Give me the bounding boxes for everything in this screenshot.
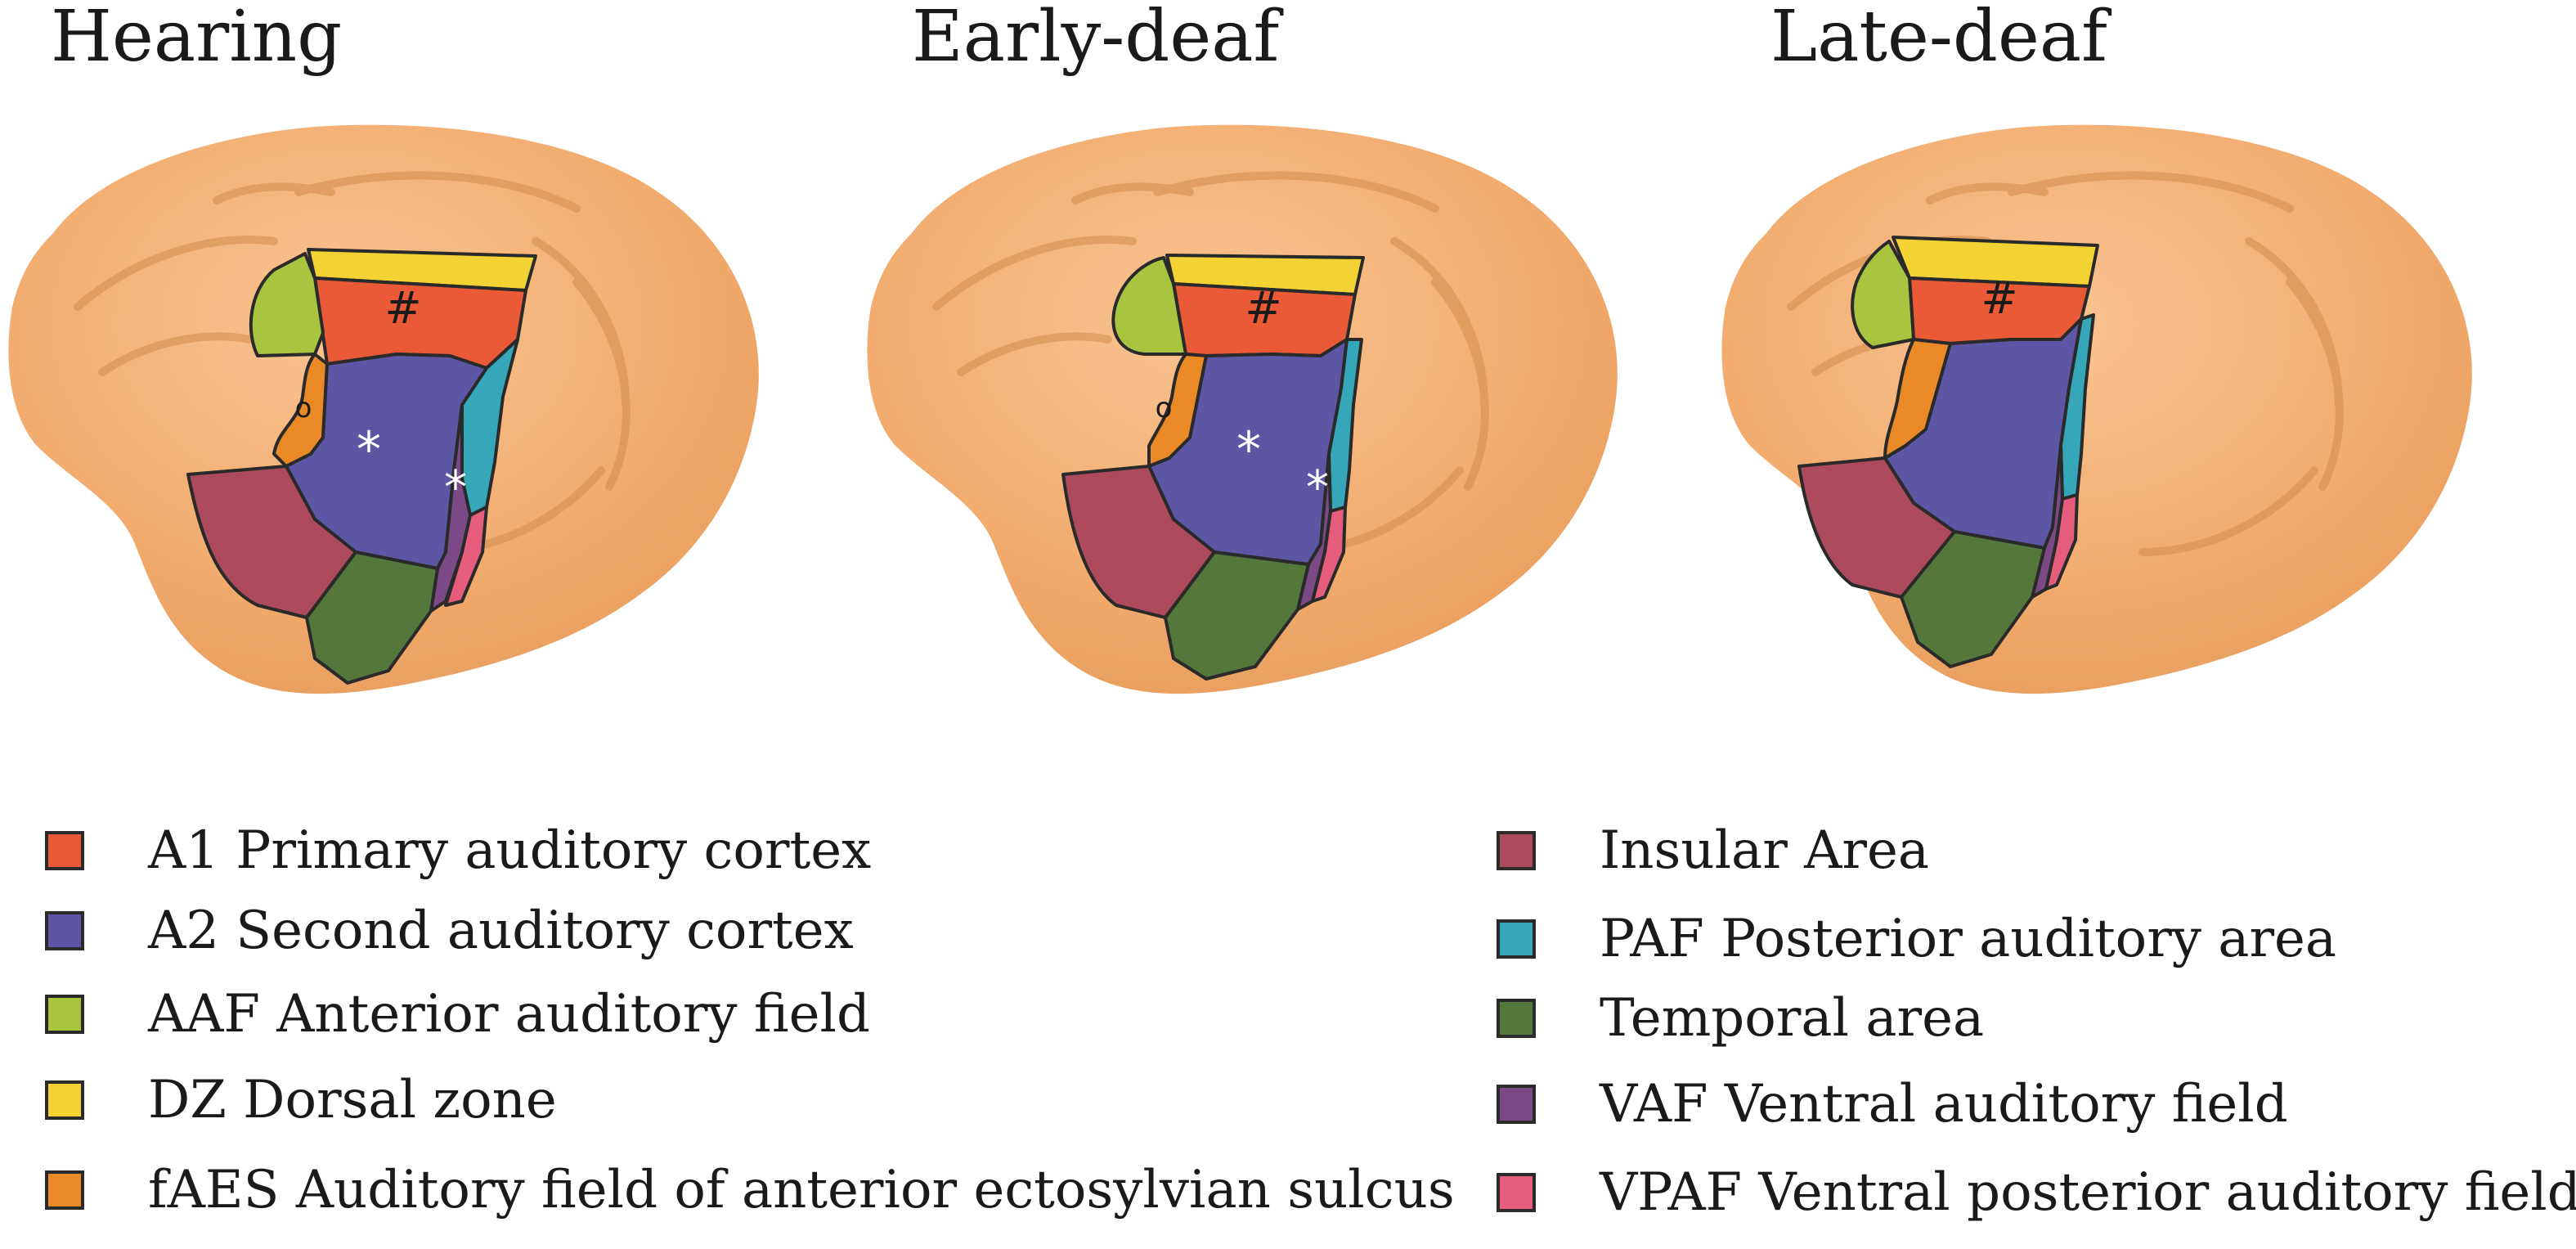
a2-star-marker: * [357, 421, 381, 478]
a1-hash-marker: # [384, 282, 421, 334]
legend-swatch-a1 [45, 831, 84, 870]
panel-title-late-deaf: Late-deaf [1770, 0, 2107, 78]
brain-panel-hearing: # * * o [4, 94, 773, 740]
brain-panel-early-deaf: # * * o [863, 94, 1631, 740]
region-aaf [1851, 240, 1915, 349]
faes-circle-marker: o [295, 392, 312, 425]
a1-hash-marker: # [1981, 272, 2017, 324]
legend-label-insular: Insular Area [1600, 820, 1929, 881]
panel-title-hearing: Hearing [51, 0, 343, 78]
legend-label-paf: PAF Posterior auditory area [1600, 909, 2337, 969]
legend-swatch-paf [1497, 919, 1536, 959]
brain-diagram-hearing: # * * o [8, 124, 759, 694]
legend-label-temporal: Temporal area [1600, 988, 1985, 1049]
region-temporal [1900, 530, 2046, 668]
region-aaf [1111, 256, 1187, 356]
region-vpaf [2044, 493, 2079, 591]
legend-label-vpaf: VPAF Ventral posterior auditory field [1600, 1162, 2576, 1223]
region-temporal [305, 550, 439, 685]
legend-swatch-dz [45, 1081, 84, 1120]
legend-swatch-a2 [45, 911, 84, 950]
region-vpaf [1311, 505, 1347, 603]
a1-hash-marker: # [1245, 282, 1281, 334]
legend-label-aaf: AAF Anterior auditory field [148, 984, 870, 1045]
legend-swatch-temporal [1497, 999, 1536, 1038]
legend-label-faes: fAES Auditory field of anterior ectosylv… [148, 1160, 1455, 1220]
auditory-regions [1061, 254, 1365, 681]
legend-label-a2: A2 Second auditory cortex [148, 901, 854, 961]
legend-swatch-vaf [1497, 1085, 1536, 1124]
legend-label-dz: DZ Dorsal zone [148, 1070, 557, 1130]
auditory-regions [1797, 236, 2099, 668]
region-faes [272, 353, 329, 468]
region-vpaf [444, 505, 488, 607]
region-aaf [249, 252, 325, 357]
legend-swatch-faes [45, 1170, 84, 1210]
brain-silhouette [1721, 124, 2472, 694]
brain-panel-late-deaf: # [1717, 94, 2486, 740]
legend-swatch-aaf [45, 995, 84, 1034]
faes-circle-marker: o [1156, 392, 1173, 425]
brain-diagram-early-deaf: # * * o [867, 124, 1618, 694]
auditory-regions [186, 248, 537, 685]
legend-label-a1: A1 Primary auditory cortex [148, 820, 872, 881]
region-faes [1147, 353, 1208, 468]
vaf-star-marker: * [444, 461, 467, 514]
brain-sulci [74, 171, 631, 556]
vaf-star-marker: * [1306, 461, 1329, 514]
legend-label-vaf: VAF Ventral auditory field [1600, 1074, 2288, 1134]
legend-swatch-vpaf [1497, 1173, 1536, 1212]
panel-title-early-deaf: Early-deaf [912, 0, 1280, 78]
legend-swatch-insular [1497, 831, 1536, 870]
a2-star-marker: * [1236, 421, 1261, 478]
brain-diagram-late-deaf: # [1721, 124, 2472, 694]
region-temporal [1164, 550, 1310, 681]
region-vaf [429, 403, 472, 613]
